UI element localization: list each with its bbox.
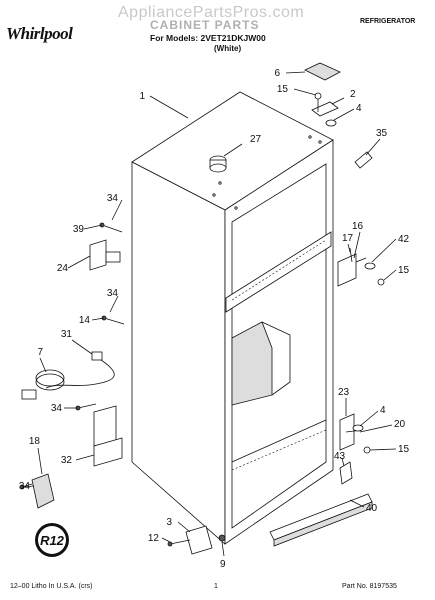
callout-24: 24 [57, 263, 69, 274]
page-title: CABINET PARTS [150, 18, 260, 32]
footer-print-info: 12–00 Litho In U.S.A. (crs) [10, 583, 93, 590]
callout-39: 39 [73, 224, 85, 235]
callout-34-c: 34 [51, 403, 63, 414]
callout-43: 43 [334, 451, 346, 462]
cap [209, 155, 227, 173]
callout-32: 32 [61, 455, 73, 466]
variant-label: (White) [214, 44, 242, 53]
callout-23: 23 [338, 387, 350, 398]
bottom-hinge [339, 413, 371, 454]
cabinet-shell [131, 91, 334, 545]
whirlpool-logo: Whirlpool [6, 24, 73, 43]
watermark: AppliancePartsPros.com [118, 4, 305, 21]
callout-31: 31 [61, 329, 73, 340]
plug [354, 151, 373, 169]
screw-bracket-upper [89, 222, 123, 271]
callout-35: 35 [376, 128, 388, 139]
top-hinge [311, 92, 339, 117]
toe-grille [269, 493, 373, 547]
callout-17: 17 [342, 233, 354, 244]
callout-1: 1 [139, 91, 145, 102]
r12-badge: R12 [35, 523, 69, 557]
callout-9: 9 [220, 559, 226, 570]
callout-42: 42 [398, 234, 410, 245]
callout-3: 3 [166, 517, 172, 528]
callout-18: 18 [29, 436, 41, 447]
power-cord [21, 351, 115, 400]
callout-12: 12 [148, 533, 160, 544]
footer-page-number: 1 [214, 583, 218, 590]
screw-bracket-lower [75, 403, 123, 467]
callout-7: 7 [37, 347, 43, 358]
callout-27: 27 [250, 134, 262, 145]
callout-34-a: 34 [107, 193, 119, 204]
callout-6: 6 [274, 68, 280, 79]
callout-4-lower: 4 [380, 405, 386, 416]
callout-labels: 1 2 3 4 4 6 7 9 12 14 15 15 15 16 17 18 … [19, 68, 410, 570]
models-line: For Models: 2VET21DKJW00 [150, 33, 266, 43]
leveling-handle [19, 473, 55, 509]
callout-2: 2 [350, 89, 356, 100]
callout-15-bottom: 15 [398, 444, 410, 455]
leader-lines [21, 71, 397, 557]
callout-20: 20 [394, 419, 406, 430]
callout-40: 40 [366, 503, 378, 514]
washer [325, 119, 337, 127]
callout-34-b: 34 [107, 288, 119, 299]
callout-16: 16 [352, 221, 364, 232]
screw-middle [101, 315, 125, 325]
callout-4-upper: 4 [356, 103, 362, 114]
hinge-pin [167, 525, 226, 555]
category-label: REFRIGERATOR [360, 18, 416, 25]
bracket [339, 461, 353, 485]
callout-34-d: 34 [19, 481, 31, 492]
callout-15-middle: 15 [398, 265, 410, 276]
footer-part-number: Part No. 8197535 [342, 583, 397, 590]
hinge-cover [304, 62, 341, 81]
middle-hinge [337, 247, 385, 287]
callout-14: 14 [79, 315, 91, 326]
badge-text: R12 [40, 533, 65, 548]
callout-15-top: 15 [277, 84, 289, 95]
